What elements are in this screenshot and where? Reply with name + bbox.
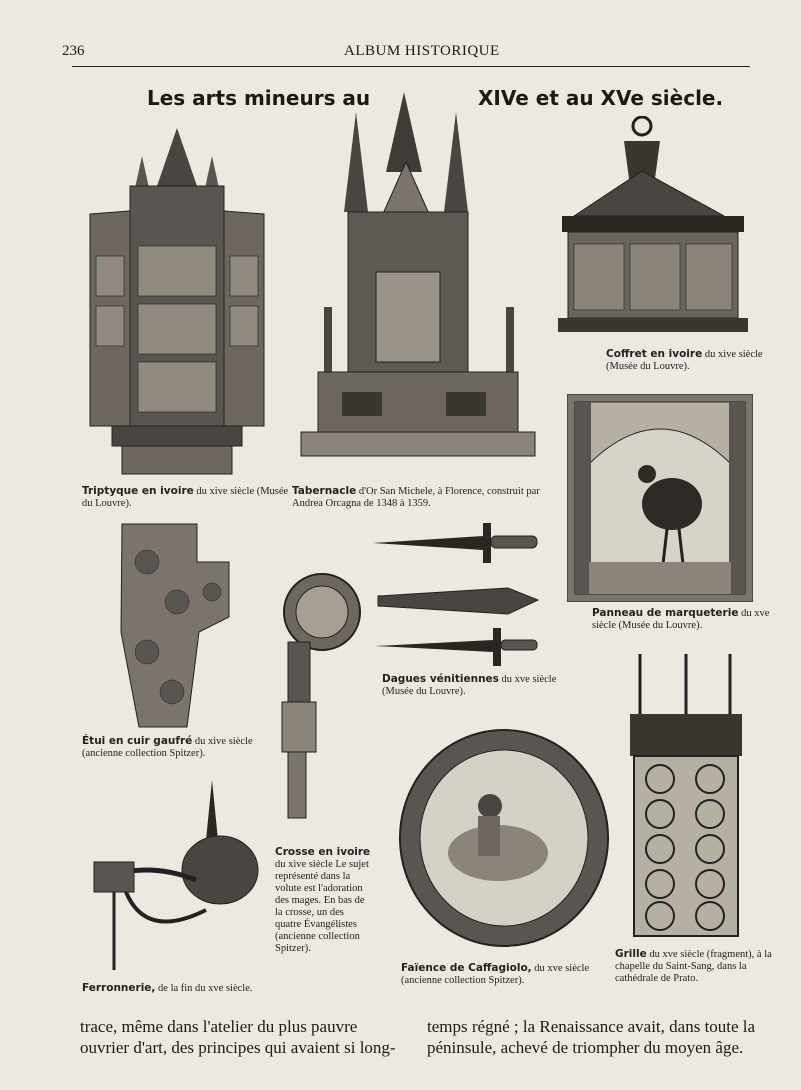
coffret-illustration [554, 116, 748, 342]
caption-dagues: Dagues vénitiennes du xve siècle (Musée … [382, 673, 582, 698]
triptych-illustration [82, 126, 272, 478]
title-right: XIVe et au XVe siècle. [478, 86, 724, 110]
caption-panneau: Panneau de marqueterie du xve siècle (Mu… [592, 607, 792, 632]
header-rule [72, 66, 750, 67]
grille-illustration [630, 654, 742, 942]
caption-grille: Grille du xve siècle (fragment), à la ch… [615, 948, 779, 985]
caption-tabernacle: Tabernacle d'Or San Michele, à Florence,… [292, 485, 546, 510]
caption-dagues-text: du xve siècle (Musée du Louvre). [382, 674, 557, 697]
ferronnerie-illustration [86, 780, 262, 976]
caption-etui-text: du xive siècle (ancienne collection Spit… [82, 736, 253, 759]
caption-tabernacle-title: Tabernacle [292, 485, 357, 497]
faience-illustration [398, 728, 610, 948]
caption-ferronnerie-title: Ferronnerie, [82, 982, 156, 994]
caption-faience-title: Faïence de Caffagiolo, [401, 962, 532, 974]
caption-triptyque-text: du xive siècle (Musée du Louvre). [82, 486, 289, 509]
dagues-illustration [373, 518, 541, 668]
caption-etui: Étui en cuir gaufré du xive siècle (anci… [82, 735, 262, 760]
caption-ferronnerie-text: de la fin du xve siècle. [158, 983, 253, 994]
caption-faience: Faïence de Caffagiolo, du xve siècle (an… [401, 962, 603, 987]
body-right-line-1: temps régné ; la Renaissance avait, dans… [427, 1017, 756, 1036]
caption-coffret-title: Coffret en ivoire [606, 348, 703, 360]
body-text-left: trace, même dans l'atelier du plus pauvr… [80, 1016, 410, 1058]
body-text-right: temps régné ; la Renaissance avait, dans… [427, 1016, 777, 1058]
caption-crosse: Crosse en ivoire du xive siècle Le sujet… [275, 846, 371, 955]
caption-panneau-text: du xve siècle (Musée du Louvre). [592, 608, 770, 631]
body-left-line-2: ouvrier d'art, des principes qui avaient… [80, 1038, 396, 1057]
page-number: 236 [62, 43, 85, 59]
caption-coffret-text: du xive siècle (Musée du Louvre). [606, 349, 763, 372]
body-right-line-2: péninsule, achevé de triompher du moyen … [427, 1038, 744, 1057]
caption-ferronnerie: Ferronnerie, de la fin du xve siècle. [82, 982, 282, 995]
tabernacle-illustration [296, 92, 540, 458]
caption-crosse-title: Crosse en ivoire [275, 846, 371, 858]
caption-etui-title: Étui en cuir gaufré [82, 735, 193, 747]
caption-panneau-title: Panneau de marqueterie [592, 607, 739, 619]
caption-faience-text: du xve siècle (ancienne collection Spitz… [401, 963, 590, 986]
caption-coffret: Coffret en ivoire du xive siècle (Musée … [606, 348, 776, 373]
caption-triptyque-title: Triptyque en ivoire [82, 485, 194, 497]
caption-crosse-text: du xive siècle Le sujet représenté dans … [275, 859, 369, 954]
caption-grille-text: du xve siècle (fragment), à la chapelle … [615, 949, 772, 984]
caption-tabernacle-text: d'Or San Michele, à Florence, construit … [292, 486, 540, 509]
title-left: Les arts mineurs au [147, 86, 371, 110]
crosse-illustration [278, 552, 364, 822]
caption-grille-title: Grille [615, 948, 647, 960]
etui-illustration [117, 522, 233, 730]
panneau-illustration [567, 394, 753, 602]
caption-triptyque: Triptyque en ivoire du xive siècle (Musé… [82, 485, 292, 510]
running-head: ALBUM HISTORIQUE [344, 43, 500, 59]
body-left-line-1: trace, même dans l'atelier du plus pauvr… [80, 1017, 358, 1036]
caption-dagues-title: Dagues vénitiennes [382, 673, 499, 685]
